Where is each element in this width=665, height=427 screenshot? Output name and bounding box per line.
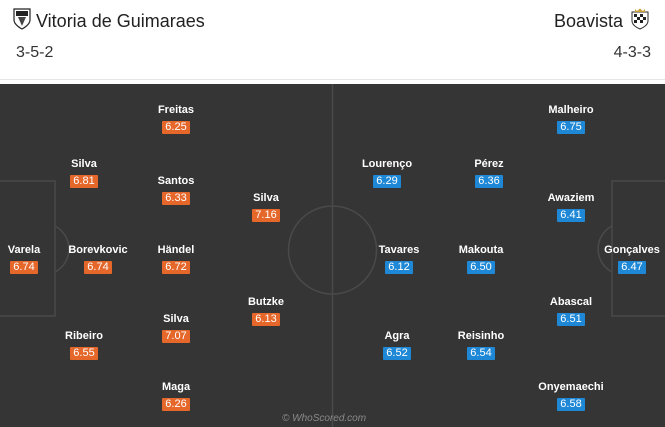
player-rating: 6.58 [557,398,585,411]
player-name: Silva [163,313,189,325]
player-name: Ribeiro [65,330,103,342]
away-player-agra[interactable]: Agra 6.52 [352,330,442,361]
player-name: Händel [157,244,195,256]
away-player-lourenco[interactable]: Lourenço 6.29 [342,158,432,189]
away-team-name: Boavista [553,11,623,31]
player-rating: 6.81 [70,175,98,188]
player-rating: 6.55 [70,347,98,360]
match-header: Vitoria de Guimaraes 3-5-2 Boavista 4-3-… [0,0,665,80]
player-rating: 6.26 [162,398,190,411]
player-name: Pérez [474,158,504,170]
player-name: Agra [384,330,410,342]
player-rating: 6.75 [557,121,585,134]
player-rating: 6.33 [162,192,190,205]
player-name: Gonçalves [604,244,660,256]
header-divider [0,79,665,80]
player-rating: 7.07 [162,330,190,343]
player-name: Maga [161,381,191,393]
player-rating: 6.12 [385,261,413,274]
away-player-makouta[interactable]: Makouta 6.50 [436,244,526,275]
pitch: Freitas 6.25 Silva 6.81 Santos 6.33 Silv… [0,84,665,427]
home-formation: 3-5-2 [16,44,54,61]
home-player-silva-left[interactable]: Silva 6.81 [39,158,129,189]
player-name: Silva [71,158,97,170]
player-rating: 6.72 [162,261,190,274]
player-name: Freitas [157,104,195,116]
home-player-borevkovic[interactable]: Borevkovic 6.74 [53,244,143,275]
away-player-malheiro[interactable]: Malheiro 6.75 [526,104,616,135]
player-name: Varela [7,244,41,256]
player-rating: 6.25 [162,121,190,134]
home-player-ribeiro[interactable]: Ribeiro 6.55 [39,330,129,361]
away-player-onyemaechi[interactable]: Onyemaechi 6.58 [526,381,616,412]
player-name: Malheiro [548,104,594,116]
player-name: Awaziem [547,192,595,204]
player-name: Santos [157,175,195,187]
player-rating: 6.47 [618,261,646,274]
player-rating: 6.41 [557,209,585,222]
home-player-freitas[interactable]: Freitas 6.25 [131,104,221,135]
player-rating: 6.54 [467,347,495,360]
whoscored-watermark: © WhoScored.com [282,413,367,424]
away-player-reisinho[interactable]: Reisinho 6.54 [436,330,526,361]
player-rating: 6.50 [467,261,495,274]
away-player-abascal[interactable]: Abascal 6.51 [526,296,616,327]
pitch-markings [0,84,665,427]
home-player-maga[interactable]: Maga 6.26 [131,381,221,412]
away-player-tavares[interactable]: Tavares 6.12 [354,244,444,275]
player-rating: 6.74 [84,261,112,274]
player-rating: 6.74 [10,261,38,274]
player-rating: 6.13 [252,313,280,326]
away-formation: 4-3-3 [613,44,651,61]
player-name: Reisinho [457,330,505,342]
home-player-santos[interactable]: Santos 6.33 [131,175,221,206]
away-player-perez[interactable]: Pérez 6.36 [444,158,534,189]
player-name: Onyemaechi [538,381,604,393]
player-rating: 6.51 [557,313,585,326]
home-team-name: Vitoria de Guimaraes [36,11,205,31]
home-player-silva-right[interactable]: Silva 7.07 [131,313,221,344]
home-player-handel[interactable]: Händel 6.72 [131,244,221,275]
home-player-silva-forward[interactable]: Silva 7.16 [221,192,311,223]
vitoria-crest-icon [13,8,31,30]
away-player-awaziem[interactable]: Awaziem 6.41 [526,192,616,223]
player-name: Abascal [549,296,593,308]
player-name: Silva [253,192,279,204]
away-player-goncalves[interactable]: Gonçalves 6.47 [587,244,665,275]
player-rating: 6.29 [373,175,401,188]
home-player-butzke[interactable]: Butzke 6.13 [221,296,311,327]
player-name: Tavares [378,244,420,256]
player-rating: 6.36 [475,175,503,188]
player-name: Makouta [458,244,504,256]
player-name: Butzke [247,296,285,308]
boavista-crest-icon [631,8,649,30]
home-player-varela[interactable]: Varela 6.74 [0,244,69,275]
player-name: Lourenço [361,158,413,170]
player-rating: 7.16 [252,209,280,222]
player-name: Borevkovic [68,244,128,256]
player-rating: 6.52 [383,347,411,360]
